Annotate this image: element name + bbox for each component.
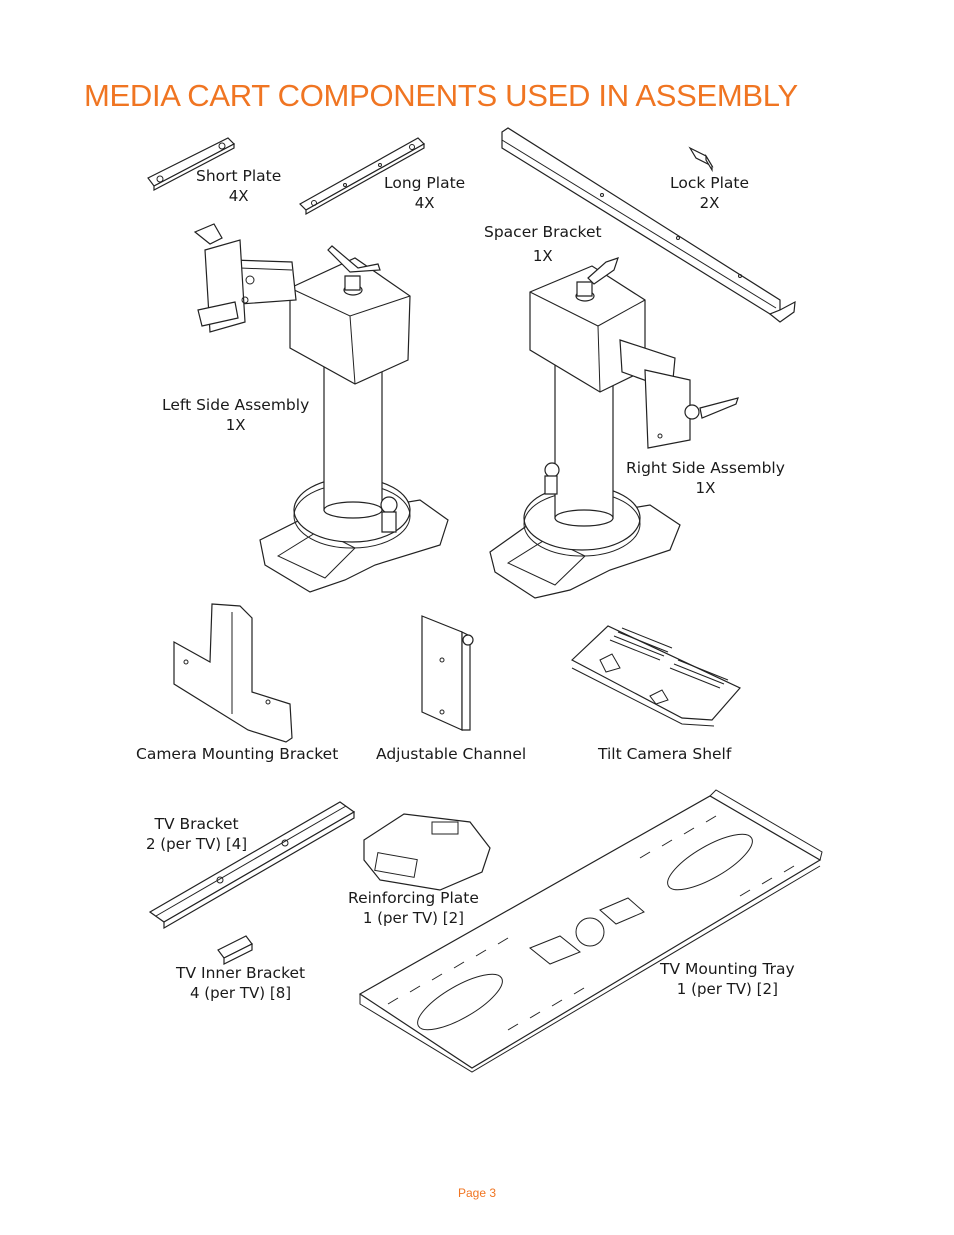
camera-mounting-bracket-drawing — [174, 604, 292, 742]
tilt-camera-shelf-label: Tilt Camera Shelf — [598, 745, 732, 763]
long-plate-drawing — [300, 138, 424, 214]
long-plate-label: Long Plate 4X — [384, 174, 466, 212]
tv-inner-bracket-label: TV Inner Bracket 4 (per TV) [8] — [176, 964, 306, 1002]
tv-bracket-label: TV Bracket 2 (per TV) [4] — [146, 815, 248, 853]
left-side-assembly-drawing — [195, 224, 448, 592]
lock-plate-drawing — [690, 148, 712, 170]
page-number: Page 3 — [457, 1186, 497, 1200]
tilt-camera-shelf-drawing — [572, 626, 740, 726]
tv-mounting-tray-drawing — [360, 790, 822, 1072]
reinforcing-plate-label: Reinforcing Plate 1 (per TV) [2] — [348, 889, 479, 927]
short-plate-label: Short Plate 4X — [196, 167, 282, 205]
right-side-assembly-drawing — [490, 258, 738, 598]
tv-inner-bracket-drawing — [218, 936, 252, 964]
page-title: MEDIA CART COMPONENTS USED IN ASSEMBLY — [84, 78, 798, 113]
spacer-bracket-drawing — [502, 128, 795, 322]
short-plate-drawing — [148, 138, 234, 190]
adjustable-channel-label: Adjustable Channel — [376, 745, 527, 763]
adjustable-channel-drawing — [422, 616, 473, 730]
reinforcing-plate-drawing — [364, 814, 490, 890]
spacer-bracket-label: Spacer Bracket 1X — [484, 223, 602, 265]
tv-bracket-drawing — [150, 802, 354, 928]
right-side-assembly-label: Right Side Assembly 1X — [626, 459, 785, 497]
left-side-assembly-label: Left Side Assembly 1X — [162, 396, 310, 434]
tv-mounting-tray-label: TV Mounting Tray 1 (per TV) [2] — [660, 960, 795, 998]
lock-plate-label: Lock Plate 2X — [670, 174, 750, 212]
camera-mounting-bracket-label: Camera Mounting Bracket — [136, 745, 339, 763]
